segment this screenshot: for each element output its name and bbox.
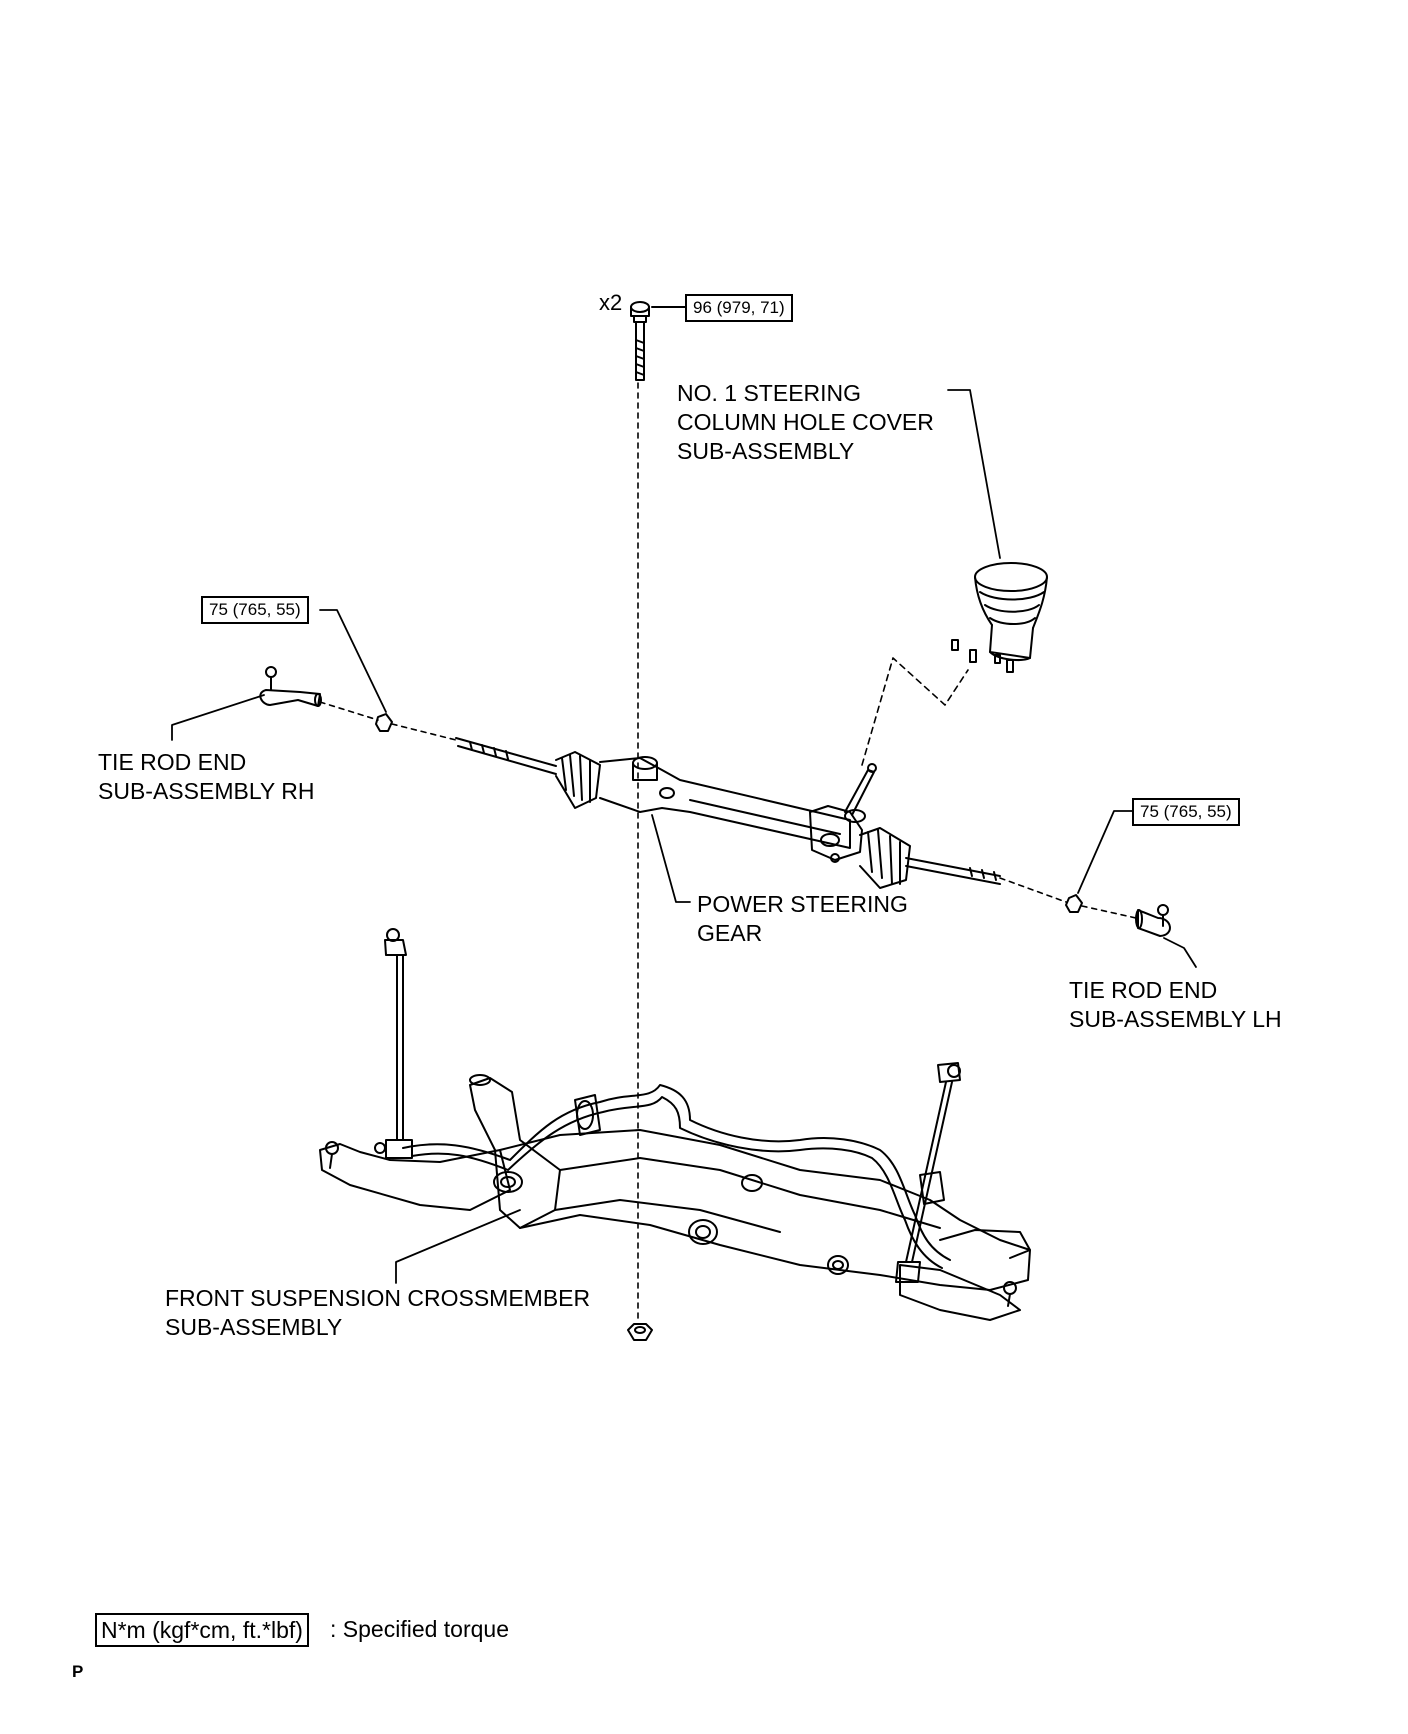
- tie-rod-rh-label: TIE ROD END SUB-ASSEMBLY RH: [98, 749, 315, 804]
- stabilizer-link-lh: [895, 1062, 961, 1283]
- tie-rod-nut-lh: [1065, 894, 1083, 913]
- page-marker: P: [72, 1662, 84, 1681]
- bolt-quantity: x2: [599, 290, 623, 315]
- tie-rod-end-lh: [1135, 904, 1171, 937]
- torque-legend-text: : Specified torque: [330, 1616, 510, 1642]
- front-suspension-crossmember: [319, 1074, 1031, 1321]
- hole-cover-label: NO. 1 STEERING COLUMN HOLE COVER SUB-ASS…: [677, 380, 934, 464]
- bolt-torque-box: 96 (979, 71): [685, 294, 793, 322]
- steering-column-hole-cover: [951, 562, 1048, 673]
- tie-rod-nut-rh: [375, 713, 393, 732]
- steering-gear-label: POWER STEERING GEAR: [697, 891, 908, 946]
- tie-rod-lh-torque-box: 75 (765, 55): [1132, 798, 1240, 826]
- power-steering-gear: [455, 737, 1001, 889]
- tie-rod-end-rh: [259, 666, 322, 707]
- torque-unit-legend-box: N*m (kgf*cm, ft.*lbf): [95, 1613, 309, 1647]
- mounting-bolt: [630, 301, 650, 381]
- mounting-nut: [627, 1323, 653, 1341]
- tie-rod-lh-label: TIE ROD END SUB-ASSEMBLY LH: [1069, 977, 1282, 1032]
- crossmember-label: FRONT SUSPENSION CROSSMEMBER SUB-ASSEMBL…: [165, 1285, 591, 1340]
- tie-rod-rh-torque-box: 75 (765, 55): [201, 596, 309, 624]
- stabilizer-link-rh: [374, 928, 413, 1159]
